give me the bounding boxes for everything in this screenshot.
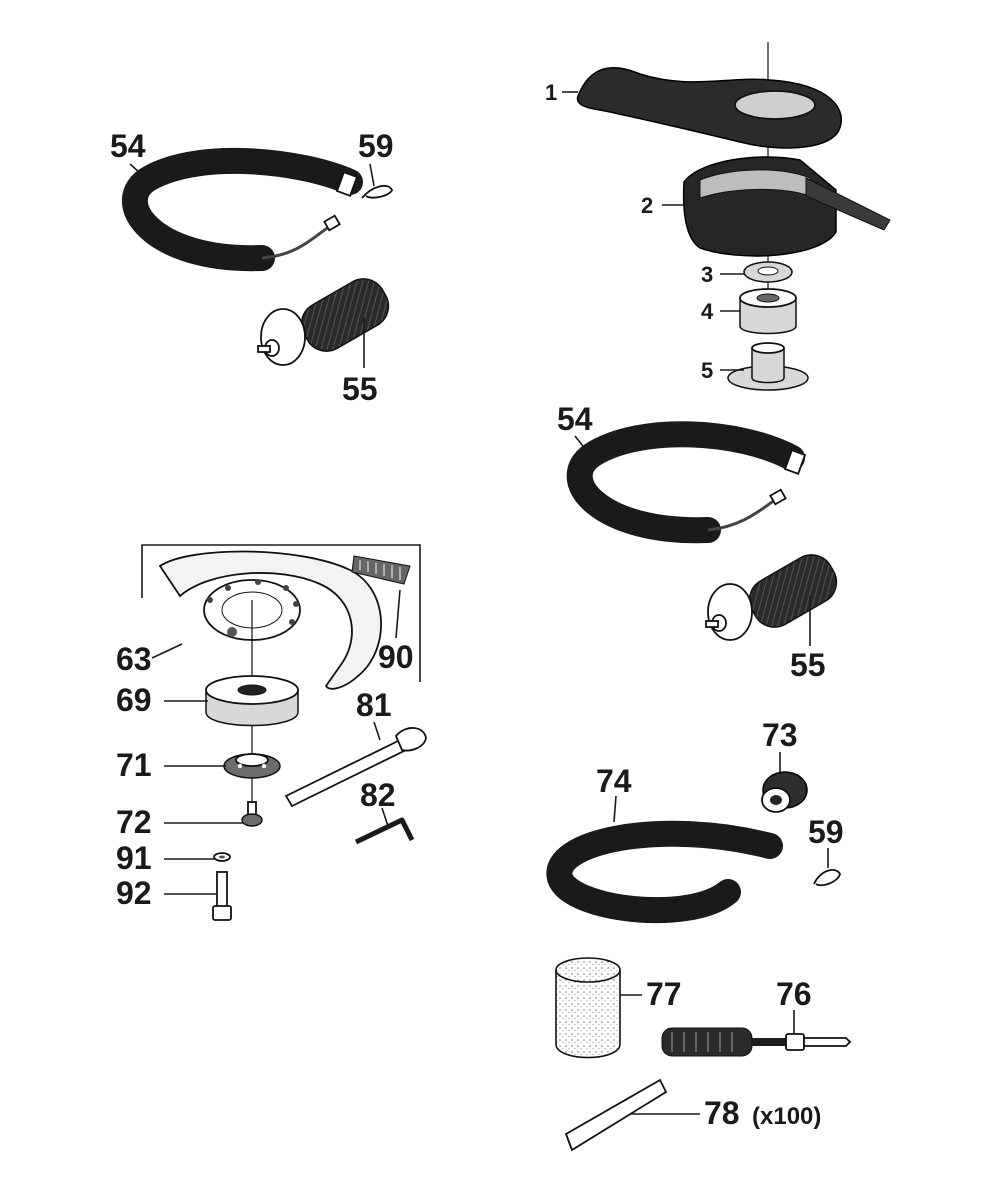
- hex-key-82: [354, 817, 415, 845]
- callout-59-right: 59: [808, 814, 844, 850]
- screwdriver-76: [661, 1027, 852, 1057]
- wedge-78: [564, 1078, 668, 1152]
- callout-54-left: 54: [110, 128, 146, 164]
- guard-frame: [141, 544, 421, 682]
- callout-81: 81: [356, 687, 392, 723]
- callout-92: 92: [116, 875, 152, 911]
- callout-2: 2: [641, 193, 653, 218]
- wheel-guard-63: [158, 550, 382, 690]
- callout-55-right: 55: [790, 647, 826, 683]
- callout-1: 1: [545, 80, 557, 105]
- washer-3: [743, 261, 793, 283]
- callout-59-left: 59: [358, 128, 394, 164]
- flange-71: [223, 753, 281, 779]
- flange-bushing-5: [727, 342, 809, 391]
- callout-5: 5: [701, 358, 713, 383]
- callout-55-left: 55: [342, 371, 378, 407]
- handle-55-left: [257, 278, 390, 366]
- callout-63: 63: [116, 641, 152, 677]
- hose-assembly-right: [566, 421, 807, 544]
- bushing-4: [739, 288, 797, 335]
- callout-78-quantity: (x100): [752, 1103, 821, 1130]
- callout-74: 74: [596, 763, 632, 799]
- bolt-92: [212, 871, 232, 921]
- hose-54-left-wire: [261, 223, 333, 260]
- callout-4: 4: [701, 299, 714, 324]
- callout-71: 71: [116, 747, 152, 783]
- callout-72: 72: [116, 804, 152, 840]
- hose-54-left-fitting: [323, 214, 341, 232]
- hose-54-right: [566, 421, 805, 544]
- filter-77: [555, 957, 621, 1059]
- screw-72: [241, 801, 263, 827]
- callout-78: 78: [704, 1095, 740, 1131]
- callout-90: 90: [378, 639, 414, 675]
- callout-54-right: 54: [557, 401, 593, 437]
- hose-74: [546, 820, 783, 924]
- hose-assembly-left: [121, 147, 363, 272]
- washer-91: [213, 852, 231, 862]
- indicator-90: [351, 555, 411, 585]
- callout-69: 69: [116, 682, 152, 718]
- callout-82: 82: [360, 777, 396, 813]
- callout-labels: 1 2 3 4 5 54 59 55 54 55 63 90 69 81 71 …: [110, 80, 844, 1131]
- clip-59-right: [813, 869, 841, 887]
- callout-77: 77: [646, 976, 682, 1012]
- callout-91: 91: [116, 840, 152, 876]
- spanner-81: [284, 727, 427, 808]
- callout-76: 76: [776, 976, 812, 1012]
- callout-73: 73: [762, 717, 798, 753]
- guard-2: [682, 156, 891, 257]
- leader-lines: [129, 91, 829, 1115]
- shroud-1: [576, 67, 843, 149]
- callout-3: 3: [701, 262, 713, 287]
- hose-54-left-cuff: [335, 171, 359, 197]
- handle-55-right: [705, 554, 838, 641]
- hose-54-left: [121, 147, 363, 272]
- wheel-69: [205, 675, 299, 727]
- nut-73: [761, 771, 808, 813]
- clip-59-left: [361, 184, 393, 199]
